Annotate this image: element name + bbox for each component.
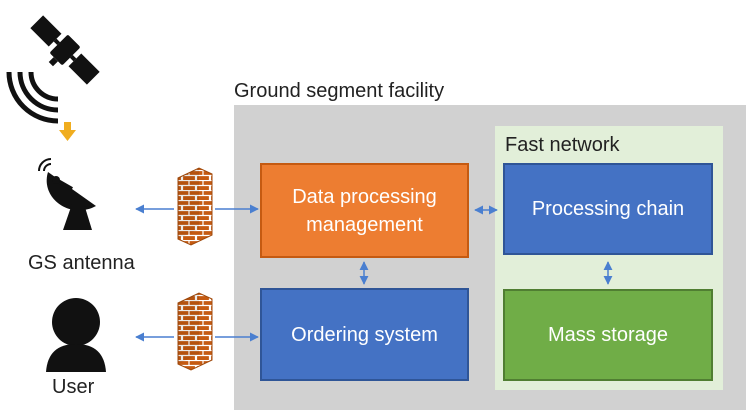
user-label: User: [52, 376, 95, 398]
ordering-system-box: Ordering system: [260, 288, 469, 381]
downlink-arrow-icon: [59, 122, 76, 141]
data-processing-management-box: Data processing management: [260, 163, 469, 258]
fast-network-title: Fast network: [505, 134, 620, 156]
firewall-icon: [177, 292, 213, 371]
satellite-dish-icon: [38, 158, 96, 230]
gs-antenna-label: GS antenna: [28, 252, 135, 274]
mass-storage-box: Mass storage: [503, 289, 713, 381]
processing-chain-box: Processing chain: [503, 163, 713, 255]
satellite-icon: [6, 15, 100, 124]
data-processing-management-label: Data processing management: [292, 185, 437, 236]
facility-title: Ground segment facility: [234, 80, 445, 102]
processing-chain-label: Processing chain: [531, 198, 685, 220]
ordering-system-label: Ordering system: [291, 323, 438, 346]
firewall-icon: [177, 167, 213, 246]
mass-storage-label: Mass storage: [547, 324, 669, 346]
user-icon: [46, 298, 106, 372]
